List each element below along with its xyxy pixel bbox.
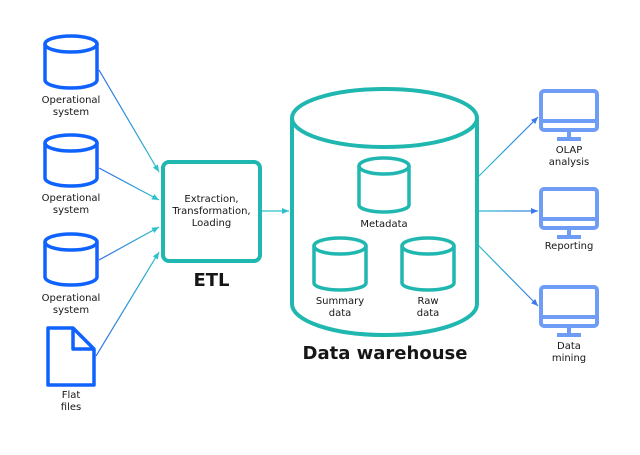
output-label-line1: OLAP [555,145,583,156]
source-label-line1: Operational [41,95,101,106]
connector-warehouse-to-mining [477,244,539,307]
source-label: Operational system [31,193,111,217]
source-label-line2: system [52,107,90,118]
data-warehouse-title: Data warehouse [302,343,468,364]
summary-data-line2: data [328,308,352,319]
etl-box [161,160,262,263]
source-label-line2: system [52,205,90,216]
output-label-line1: Reporting [544,241,594,252]
raw-data-label: Raw data [388,296,468,320]
metadata-cylinder [357,156,411,214]
source-label: Flat files [31,390,111,414]
connector-warehouse-to-olap [477,116,539,178]
data-warehouse-cylinder [290,87,479,337]
raw-data-line1: Raw [417,296,439,307]
source-label-line2: system [52,305,90,316]
output-label: OLAP analysis [529,145,609,169]
monitor-icon [539,285,599,337]
connector-source-4-to-etl [95,251,160,357]
etl-process-label: Extraction, Transformation, Loading [163,194,260,230]
summary-data-label: Summary data [300,296,380,320]
source-label-line1: Flat [61,390,81,401]
output-label: Data mining [529,341,609,365]
raw-data-line2: data [416,308,440,319]
monitor-icon [539,187,599,239]
output-label-line2: analysis [548,157,590,168]
output-label-line1: Data [557,341,581,352]
raw-data-cylinder [400,236,456,292]
source-label-line2: files [60,402,82,413]
metadata-label: Metadata [344,219,424,231]
source-label-line1: Operational [41,193,101,204]
metadata-label-text: Metadata [360,219,408,230]
connector-source-2-to-etl [98,167,160,201]
database-icon [43,232,99,287]
source-label: Operational system [31,95,111,119]
etl-line-loading: Loading [191,218,232,229]
connector-source-3-to-etl [98,226,160,261]
file-icon [46,326,96,387]
summary-data-line1: Summary [315,296,365,307]
database-icon [43,34,99,90]
monitor-icon [539,89,599,141]
source-label-line1: Operational [41,293,101,304]
etl-line-extraction: Extraction, [184,194,239,205]
connector-source-1-to-etl [98,69,160,173]
database-icon [43,133,99,188]
output-label-line2: mining [551,353,587,364]
summary-data-cylinder [312,236,368,292]
output-label: Reporting [529,241,609,253]
source-label: Operational system [31,293,111,317]
etl-line-transformation: Transformation, [172,206,251,217]
etl-title: ETL [193,270,230,291]
